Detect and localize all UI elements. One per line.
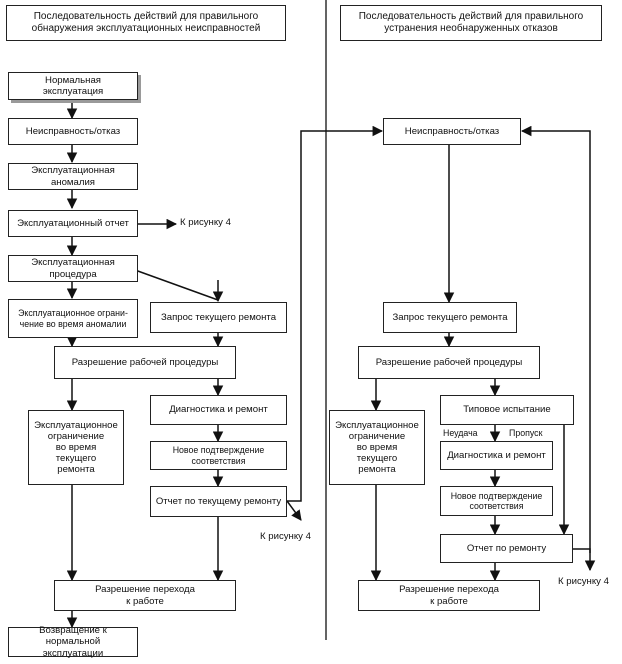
box-operational-report: Эксплуатационный отчет	[8, 210, 138, 237]
right-box-work-procedure-permit: Разрешение рабочей процедуры	[358, 346, 540, 379]
box-normal-operation: Нормальная эксплуатация	[8, 72, 138, 100]
box-current-repair-request: Запрос текущего ремонта	[150, 302, 287, 333]
right-header: Последовательность действий для правильн…	[340, 5, 602, 41]
label-failure: Неудача	[443, 428, 478, 438]
box-fault: Неисправность/отказ	[8, 118, 138, 145]
box-restriction-anomaly: Эксплуатационное ограни- чение во время …	[8, 299, 138, 338]
right-box-fault: Неисправность/отказ	[383, 118, 521, 145]
right-box-diagnostics-repair: Диагностика и ремонт	[440, 441, 553, 470]
right-box-repair-report: Отчет по ремонту	[440, 534, 573, 563]
right-box-return-permit: Разрешение перехода к работе	[358, 580, 540, 611]
box-work-procedure-permit: Разрешение рабочей процедуры	[54, 346, 236, 379]
right-box-new-compliance: Новое подтверждение соответствия	[440, 486, 553, 516]
box-anomaly: Эксплуатационная аномалия	[8, 163, 138, 190]
right-box-standard-test: Типовое испытание	[440, 395, 574, 425]
label-to-figure4-b: К рисунку 4	[260, 531, 311, 542]
box-procedure: Эксплуатационная процедура	[8, 255, 138, 282]
box-restriction-current-repair: Эксплуатационное ограничение во время те…	[28, 410, 124, 485]
right-box-restriction-current-repair: Эксплуатационное ограничение во время те…	[329, 410, 425, 485]
box-current-repair-report: Отчет по текущему ремонту	[150, 486, 287, 517]
box-return-permit: Разрешение перехода к работе	[54, 580, 236, 611]
label-to-figure4-right: К рисунку 4	[558, 576, 609, 587]
box-new-compliance: Новое подтверждение соответствия	[150, 441, 287, 470]
box-diagnostics-repair: Диагностика и ремонт	[150, 395, 287, 425]
label-skip: Пропуск	[509, 428, 543, 438]
left-header: Последовательность действий для правильн…	[6, 5, 286, 41]
box-return-normal: Возвращение к нормальной эксплуатации	[8, 625, 138, 659]
label-to-figure4-a: К рисунку 4	[180, 217, 231, 228]
right-box-current-repair-request: Запрос текущего ремонта	[383, 302, 517, 333]
